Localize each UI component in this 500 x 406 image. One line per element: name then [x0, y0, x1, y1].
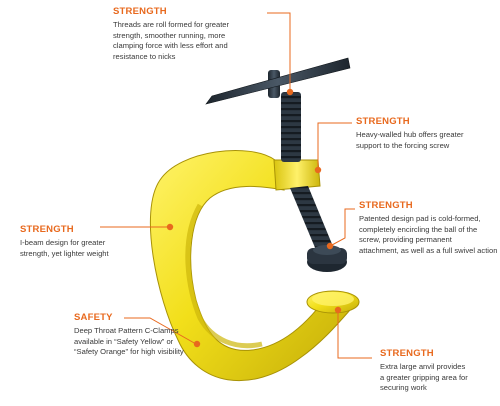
callout-anvil-line: Extra large anvil provides — [380, 362, 466, 371]
callout-pad: STRENGTH Patented design pad is cold-for… — [359, 200, 499, 256]
callout-pad-line: completely encircling the ball of the — [359, 224, 478, 234]
dot-threads — [286, 88, 294, 96]
clamp-frame — [149, 150, 351, 382]
callout-safety-line: Deep Throat Pattern C-Clamps — [74, 326, 179, 335]
callout-hub: STRENGTH Heavy-walled hub offers greater… — [356, 116, 496, 151]
dot-pad — [326, 242, 334, 250]
callout-safety-heading: SAFETY — [74, 312, 113, 323]
callout-threads-line: strength, smoother running, more — [113, 30, 226, 40]
anvil — [306, 290, 360, 314]
callout-anvil: STRENGTH Extra large anvil provides a gr… — [380, 348, 495, 394]
callout-dots — [166, 88, 342, 348]
callout-hub-line: Heavy-walled hub offers greater — [356, 130, 464, 139]
dot-anvil — [334, 306, 342, 314]
callout-anvil-line: a greater gripping area for — [380, 372, 468, 382]
leader-safety — [124, 317, 197, 345]
leader-anvil — [337, 312, 372, 359]
callout-ibeam-heading: STRENGTH — [20, 224, 74, 235]
callout-threads: STRENGTH Threads are roll formed for gre… — [113, 6, 273, 62]
callout-threads-line: Threads are roll formed for greater — [113, 20, 230, 29]
callout-ibeam: STRENGTH I-beam design for greater stren… — [20, 224, 140, 259]
callout-ibeam-line: strength, yet lighter weight — [20, 248, 109, 258]
leader-pad — [331, 208, 355, 246]
callout-threads-line: resistance to nicks — [113, 51, 176, 61]
callout-pad-line: Patented design pad is cold-formed, — [359, 214, 481, 223]
callout-safety: SAFETY Deep Throat Pattern C-Clamps avai… — [74, 312, 204, 358]
leader-lines — [100, 12, 372, 359]
dot-safety — [193, 340, 201, 348]
callout-threads-heading: STRENGTH — [113, 6, 167, 17]
callout-anvil-heading: STRENGTH — [380, 348, 434, 359]
callout-hub-heading: STRENGTH — [356, 116, 410, 127]
callout-pad-heading: STRENGTH — [359, 200, 413, 211]
callout-ibeam-line: I-beam design for greater — [20, 238, 106, 247]
forcing-screw — [205, 57, 351, 272]
dot-hub — [314, 166, 322, 174]
callout-anvil-line: securing work — [380, 383, 427, 393]
callout-safety-line: available in “Safety Yellow” or — [74, 336, 174, 346]
leader-hub — [317, 122, 352, 168]
callout-pad-line: screw, providing permanent — [359, 235, 452, 245]
callout-threads-line: clamping force with less effort and — [113, 41, 228, 51]
callout-hub-line: support to the forcing screw — [356, 140, 450, 150]
leader-threads — [267, 12, 291, 90]
callout-pad-line: attachment, as well as a full swivel act… — [359, 245, 498, 255]
dot-ibeam — [166, 223, 174, 231]
hub — [273, 159, 321, 191]
callout-safety-line: “Safety Orange” for high visibility — [74, 347, 184, 357]
